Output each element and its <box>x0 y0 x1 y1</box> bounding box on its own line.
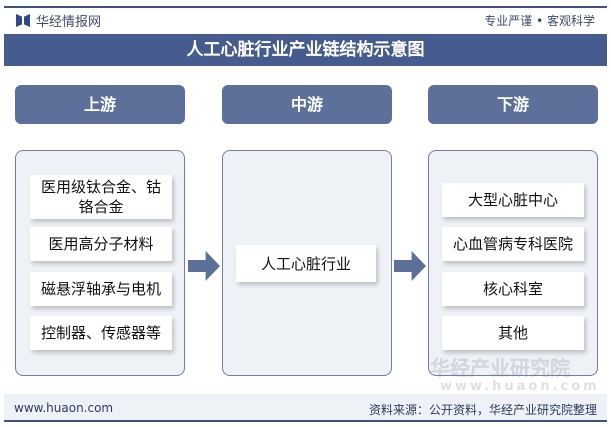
arrow-right-icon <box>188 251 220 281</box>
downstream-item: 核心科室 <box>442 272 584 306</box>
downstream-item: 心血管病专科医院 <box>442 227 584 261</box>
bottom-divider <box>4 420 607 422</box>
footer-source: 资料来源：公开资料，华经产业研究院整理 <box>368 403 597 417</box>
logo-icon <box>16 14 30 27</box>
arrow-right-icon <box>394 251 426 281</box>
downstream-item: 其他 <box>442 316 584 350</box>
midstream-header: 中游 <box>222 85 392 124</box>
downstream-item: 大型心脏中心 <box>442 183 584 217</box>
slogan: 专业严谨 • 客观科学 <box>484 14 595 28</box>
page-title: 人工心脏行业产业链结构示意图 <box>4 34 607 66</box>
upstream-item: 医用级钛合金、钴铬合金 <box>30 175 172 219</box>
top-divider <box>4 6 607 8</box>
upstream-item: 控制器、传感器等 <box>30 316 172 350</box>
brand-name: 华经情报网 <box>36 15 102 30</box>
footer-url: www.huaon.com <box>14 401 114 415</box>
watermark-name: 华经产业研究院 <box>430 356 570 380</box>
midstream-item: 人工心脏行业 <box>236 245 376 282</box>
brand: 华经情报网 <box>16 11 101 30</box>
downstream-header: 下游 <box>428 85 598 124</box>
upstream-item: 医用高分子材料 <box>30 227 172 261</box>
footer <box>4 394 607 420</box>
upstream-item: 磁悬浮轴承与电机 <box>30 272 172 306</box>
watermark-url: www.huaon.com <box>440 379 600 394</box>
upstream-header: 上游 <box>15 85 185 124</box>
